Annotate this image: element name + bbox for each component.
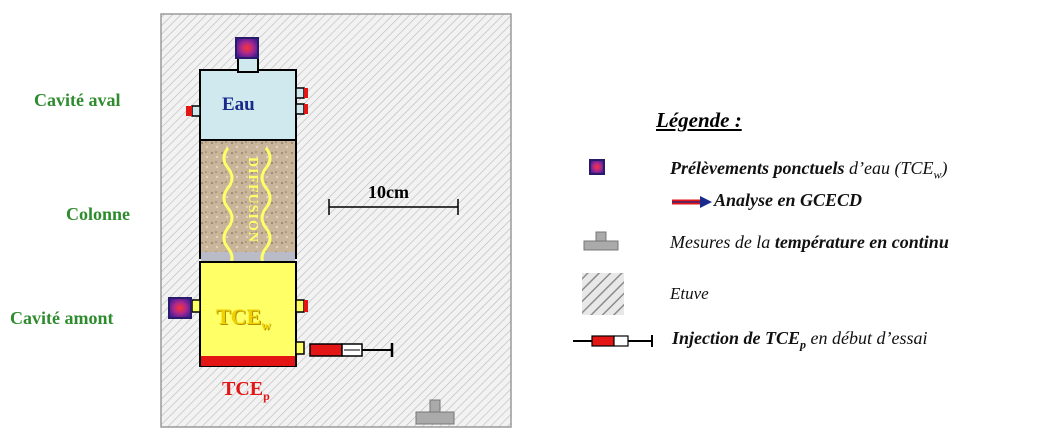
legend-temperature: Mesures de la température en continu xyxy=(670,232,949,252)
legend-arrow-icon xyxy=(672,196,712,208)
water-label: Eau xyxy=(222,94,255,115)
soil-column xyxy=(199,139,297,259)
legend-sampling: Prélèvements ponctuels d’eau (TCEw) xyxy=(670,158,948,182)
legend-injection: Injection de TCEp en début d’essai xyxy=(672,328,928,352)
tce-p-label: TCEp xyxy=(222,378,270,403)
legend-oven-icon xyxy=(582,273,624,315)
legend-title: Légende : xyxy=(656,108,742,132)
legend-oven: Etuve xyxy=(670,284,709,303)
downstream-cavity-label: Cavité aval xyxy=(34,90,121,110)
scale-bar xyxy=(328,199,459,215)
legend-sampling-icon xyxy=(589,159,605,175)
tce-w-label: TCEw xyxy=(216,304,271,333)
temperature-sensor-icon xyxy=(415,399,455,425)
diffusion-label: DIFFUSION xyxy=(245,156,260,243)
legend-temperature-icon xyxy=(583,231,619,251)
legend-analysis: Analyse en GCECD xyxy=(714,190,863,210)
column-label: Colonne xyxy=(66,204,131,224)
upstream-cavity xyxy=(199,261,297,367)
scale-bar-label: 10cm xyxy=(368,182,409,202)
legend-syringe-icon xyxy=(573,335,653,347)
upstream-cavity-label: Cavité amont xyxy=(10,308,114,328)
downstream-cavity xyxy=(199,69,297,141)
sampling-port-top-icon xyxy=(235,37,259,59)
sampling-port-left-icon xyxy=(168,297,192,319)
syringe-icon xyxy=(309,343,394,357)
